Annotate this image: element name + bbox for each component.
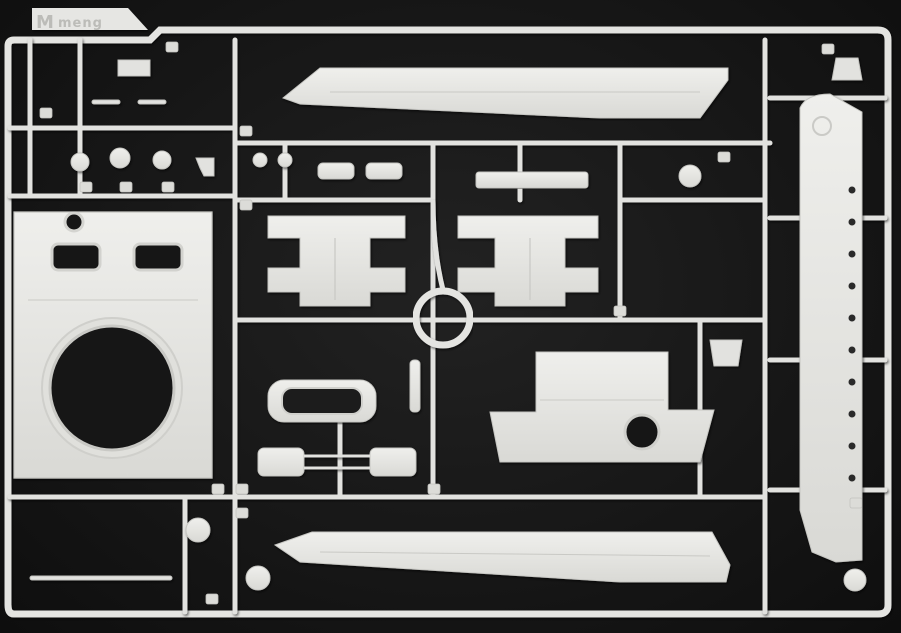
- bottom-fender-part: [273, 531, 731, 583]
- logo-tab: M meng: [32, 8, 148, 33]
- hull-rear-plate: [13, 211, 213, 479]
- small-cylinder-parts: [317, 162, 421, 413]
- logo-letter: M: [36, 12, 54, 33]
- small-clip-parts: [29, 57, 863, 581]
- t-shaped-part-right: [457, 215, 599, 307]
- small-round-parts: [70, 147, 867, 592]
- hull-side-part: [799, 93, 863, 563]
- small-bar-part: [475, 171, 589, 189]
- top-fender-part: [281, 67, 729, 119]
- twin-brackets: [257, 447, 417, 477]
- logo-wordmark: meng: [58, 16, 103, 31]
- outer-frame: [4, 26, 892, 618]
- central-ring-part: [412, 199, 474, 349]
- drum-part: [267, 379, 377, 423]
- runner-grid: [7, 37, 888, 615]
- gate-tags: [39, 41, 863, 605]
- hull-side-holes: [848, 186, 856, 482]
- armor-plate-part: [489, 351, 715, 463]
- t-shaped-part-left: [267, 215, 406, 307]
